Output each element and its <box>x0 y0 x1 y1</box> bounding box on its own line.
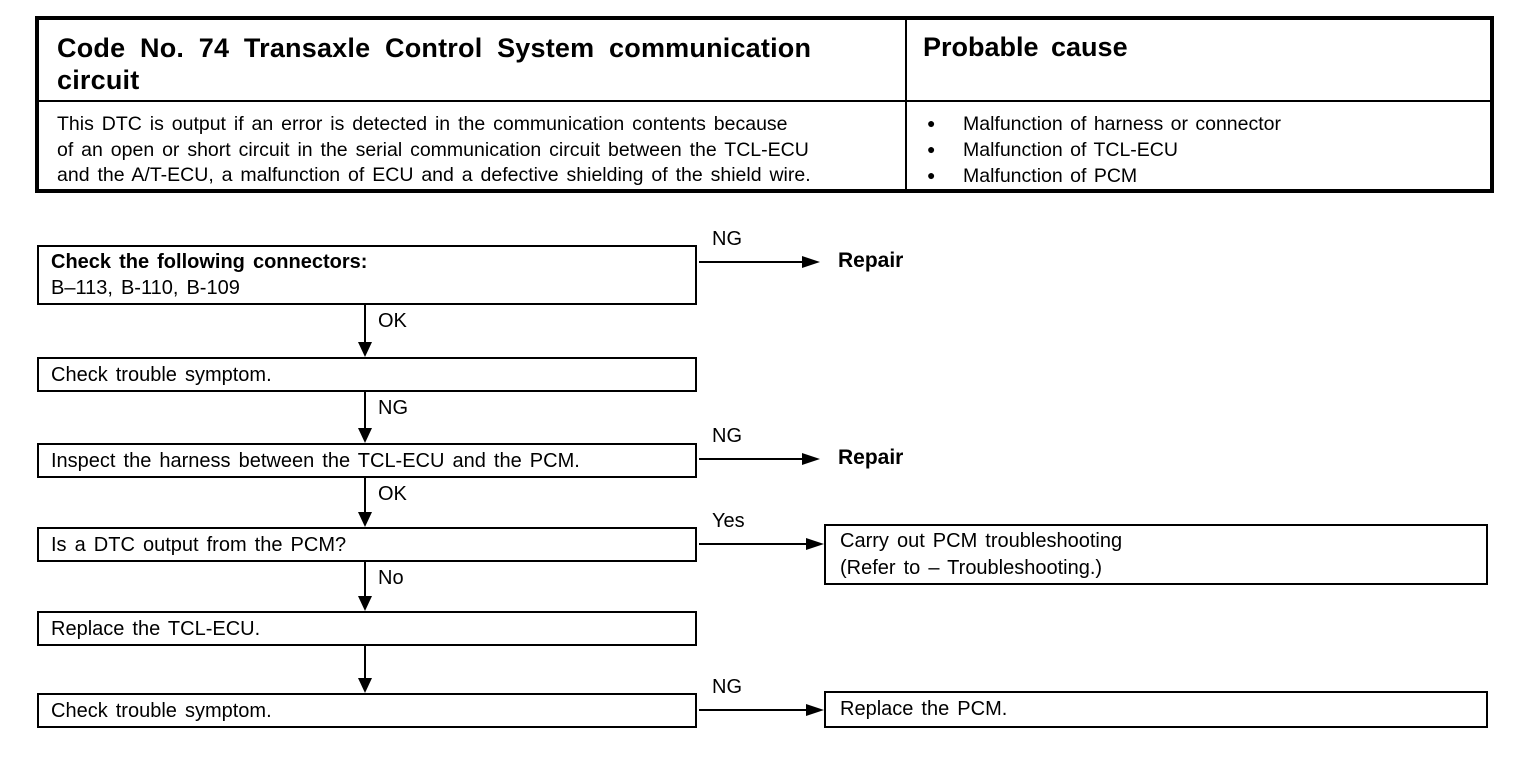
bullet-icon: ● <box>927 115 936 131</box>
probable-cause-list: ● Malfunction of harness or connector ● … <box>907 102 1490 190</box>
probable-cause-item: ● Malfunction of TCL-ECU <box>927 137 1486 163</box>
connector-line <box>699 709 806 711</box>
branch-label-ng: NG <box>712 676 742 699</box>
connector-line <box>699 458 802 460</box>
dtc-header-table: Code No. 74 Transaxle Control System com… <box>35 16 1494 193</box>
probable-cause-text: Malfunction of TCL-ECU <box>963 139 1178 162</box>
arrow-down-icon <box>358 342 372 357</box>
arrow-right-icon <box>802 256 820 268</box>
flow-step-detail: B–113, B-110, B-109 <box>51 277 240 299</box>
connector-line <box>364 562 366 597</box>
connector-line <box>364 478 366 513</box>
branch-label-yes: Yes <box>712 510 745 533</box>
flow-step-inspect-harness: Inspect the harness between the TCL-ECU … <box>37 443 697 478</box>
edge-label-ok: OK <box>378 483 407 506</box>
arrow-right-icon <box>806 704 824 716</box>
arrow-down-icon <box>358 596 372 611</box>
arrow-down-icon <box>358 512 372 527</box>
dtc-description-line: This DTC is output if an error is detect… <box>57 113 788 135</box>
flow-result-replace-pcm: Replace the PCM. <box>824 691 1488 728</box>
probable-cause-text: Malfunction of PCM <box>963 165 1138 188</box>
connector-line <box>699 543 806 545</box>
probable-cause-item: ● Malfunction of PCM <box>927 163 1486 189</box>
dtc-code-title: Code No. 74 Transaxle Control System com… <box>39 20 907 102</box>
arrow-down-icon <box>358 678 372 693</box>
flow-step-title: Check the following connectors: <box>51 251 368 273</box>
branch-label-ng: NG <box>712 228 742 251</box>
edge-label-ok: OK <box>378 310 407 333</box>
dtc-description-line: and the A/T-ECU, a malfunction of ECU an… <box>57 164 811 187</box>
connector-line <box>364 305 366 343</box>
probable-cause-text: Malfunction of harness or connector <box>963 113 1282 135</box>
edge-label-ng: NG <box>378 397 408 420</box>
branch-result-repair: Repair <box>838 249 904 272</box>
connector-line <box>364 392 366 428</box>
branch-result-repair: Repair <box>838 446 904 469</box>
arrow-down-icon <box>358 428 372 443</box>
probable-cause-item: ● Malfunction of harness or connector <box>927 111 1486 137</box>
probable-cause-header: Probable cause <box>907 20 1490 102</box>
flow-step-replace-tcl-ecu: Replace the TCL-ECU. <box>37 611 697 646</box>
flow-step-check-trouble-symptom-2: Check trouble symptom. <box>37 693 697 728</box>
flow-step-dtc-output-question: Is a DTC output from the PCM? <box>37 527 697 562</box>
dtc-description: This DTC is output if an error is detect… <box>39 102 907 190</box>
branch-label-ng: NG <box>712 425 742 448</box>
dtc-description-line: of an open or short circuit in the seria… <box>57 138 809 161</box>
flow-step-check-connectors: Check the following connectors: B–113, B… <box>37 245 697 305</box>
flow-result-line: (Refer to – Troubleshooting.) <box>840 556 1103 579</box>
bullet-icon: ● <box>927 167 936 184</box>
flow-step-check-trouble-symptom-1: Check trouble symptom. <box>37 357 697 392</box>
flow-result-pcm-troubleshooting: Carry out PCM troubleshooting (Refer to … <box>824 524 1488 585</box>
bullet-icon: ● <box>927 141 936 158</box>
connector-line <box>364 646 366 679</box>
arrow-right-icon <box>802 453 820 465</box>
arrow-right-icon <box>806 538 824 550</box>
flow-result-line: Carry out PCM troubleshooting <box>840 529 1123 552</box>
edge-label-no: No <box>378 567 404 590</box>
connector-line <box>699 261 802 263</box>
